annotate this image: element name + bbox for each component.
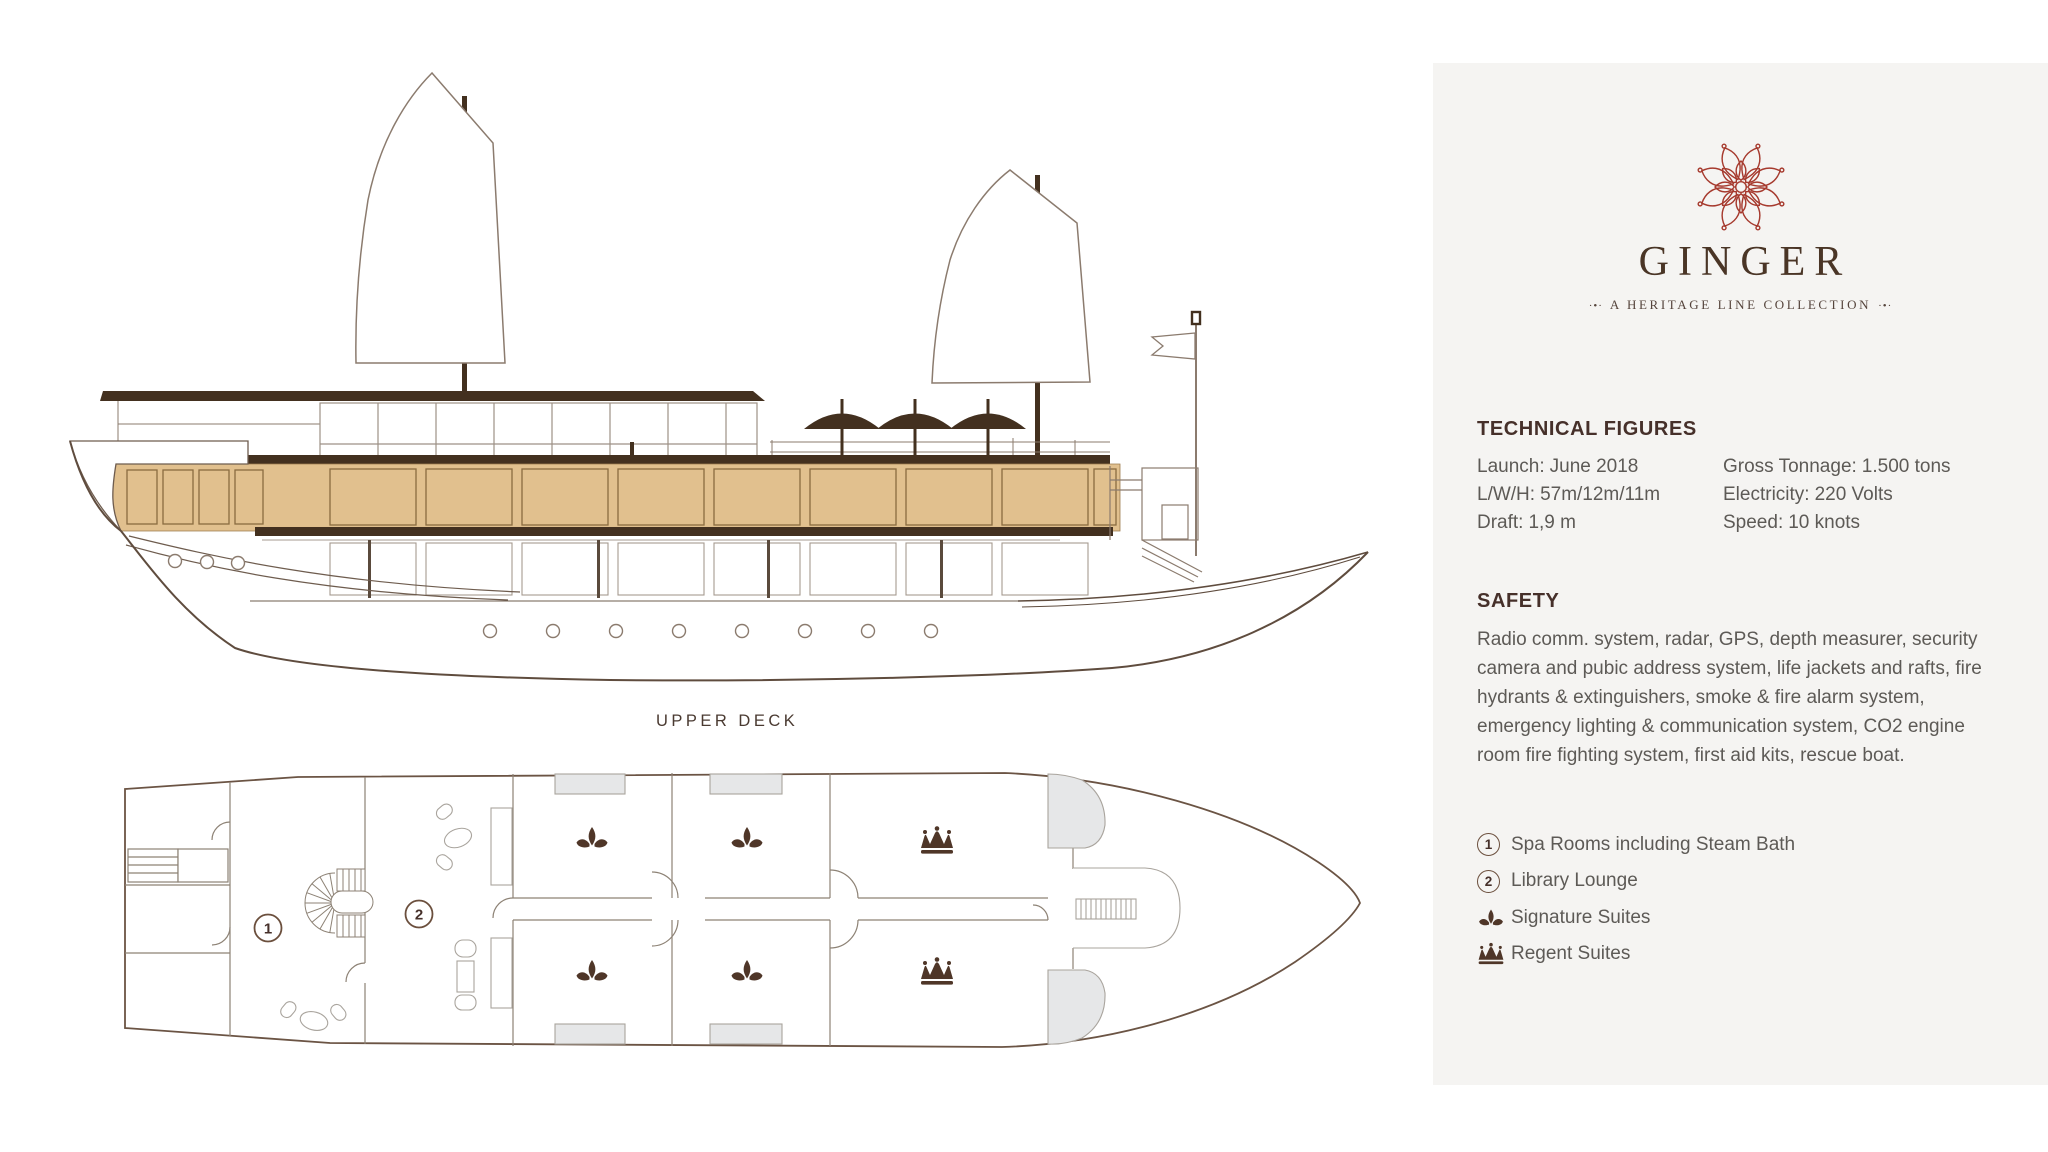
umbrella-icon [804,399,880,460]
ship-side-view [69,71,1369,682]
ship-illustration: 1 2 [69,71,1369,1048]
spec-launch: Launch:June 2018 [1477,456,1639,477]
info-panel: GINGER ·•· A HERITAGE LINE COLLECTION·•· … [1433,63,2048,1085]
safety-section: SAFETY Radio comm. system, radar, GPS, d… [1477,590,2000,770]
plan-marker-spa: 1 [253,913,283,943]
legend-item-regent: Regent Suites [1477,942,2000,966]
bow-features [1047,773,1181,1045]
cabin-beds [554,773,783,1045]
spec-tonnage: Gross Tonnage:1.500 tons [1723,456,1951,477]
main-deck-posts [368,540,943,598]
tagline-ornament-left: ·•· [1588,300,1603,312]
brand-tagline: ·•· A HERITAGE LINE COLLECTION ·•· [1433,297,2048,313]
deck-plan: 1 2 [124,772,1361,1048]
technical-figures-section: TECHNICAL FIGURES Launch:June 2018 L/W/H… [1477,418,2000,537]
technical-figures-heading: TECHNICAL FIGURES [1477,418,1697,440]
deck-bar-bottom [255,527,1113,536]
tagline-ornament-right: ·•· [1878,300,1893,312]
hull [69,440,1369,682]
cabin-post [630,442,634,460]
main-deck-windows [262,539,1089,596]
circle-2-icon: 2 [1477,869,1511,893]
legend-item-library: 2 Library Lounge [1477,869,2000,893]
umbrella-icon [950,399,1026,460]
upper-deck-highlight [112,463,1121,532]
stern-structure [1109,466,1203,583]
brand-name: GINGER [1638,239,1852,285]
spec-lwh: L/W/H:57m/12m/11m [1477,484,1661,505]
circle-1-icon: 1 [1477,833,1511,856]
sun-deck-roof [100,391,765,401]
aft-sail [931,169,1091,384]
tech-column-2: Gross Tonnage:1.500 tons Electricity:220… [1723,453,1951,537]
lotus-flower-icon [1691,137,1791,237]
legend: 1 Spa Rooms including Steam Bath 2 Libra… [1477,833,2000,979]
plan-interior-walls [125,773,1074,1046]
spec-speed: Speed:10 knots [1723,512,1861,533]
legend-item-spa: 1 Spa Rooms including Steam Bath [1477,833,2000,856]
tan-band-windows [126,468,1117,526]
deck-bar-top [248,455,1110,464]
fleur-icon [1477,908,1511,928]
safety-heading: SAFETY [1477,590,1560,612]
svg-text:2: 2 [415,907,423,924]
bow-rail [117,401,320,441]
fore-sail [355,71,506,364]
top-cabin [319,402,758,457]
upper-deck-label: UPPER DECK [656,712,799,730]
spec-draft: Draft:1,9 m [1477,512,1576,533]
safety-body: Radio comm. system, radar, GPS, depth me… [1477,629,1982,766]
spec-electricity: Electricity:220 Volts [1723,484,1893,505]
tagline-text: A HERITAGE LINE COLLECTION [1609,297,1872,312]
bow-sweep-lines [125,535,521,601]
flag-icon [1150,310,1202,556]
spiral-staircase [304,868,374,938]
umbrella-icon [877,399,953,460]
crown-icon [1477,942,1511,966]
legend-item-signature: Signature Suites [1477,906,2000,929]
lounge-furniture [280,803,513,1031]
portholes [167,553,939,639]
svg-text:1: 1 [264,921,272,938]
plan-marker-library: 2 [404,899,434,929]
tech-column-1: Launch:June 2018 L/W/H:57m/12m/11m Draft… [1477,453,1723,537]
brand-logo [1433,137,2048,242]
